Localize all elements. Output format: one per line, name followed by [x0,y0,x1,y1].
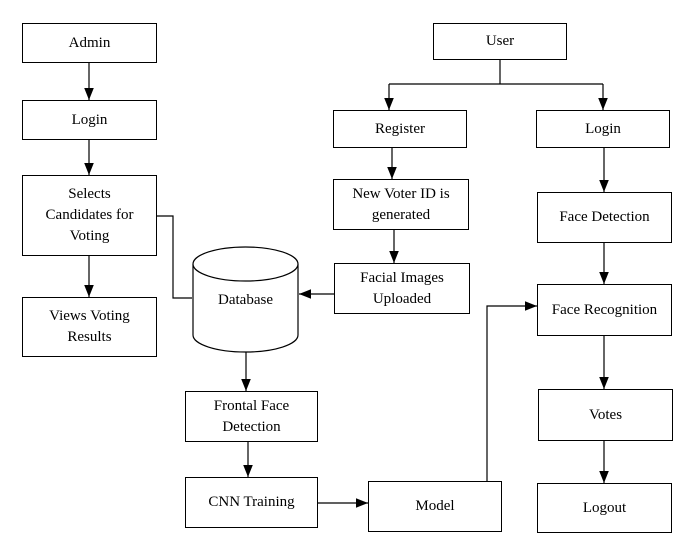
node-register: Register [333,110,467,148]
node-face-detection: Face Detection [537,192,672,243]
node-model: Model [368,481,502,532]
node-selects-candidates: Selects Candidates for Voting [22,175,157,256]
node-views-results: Views Voting Results [22,297,157,357]
node-facial-images: Facial Images Uploaded [334,263,470,314]
node-logout: Logout [537,483,672,533]
node-frontal-face-detection: Frontal Face Detection [185,391,318,442]
node-admin: Admin [22,23,157,63]
node-face-recognition: Face Recognition [537,284,672,336]
node-admin-login: Login [22,100,157,140]
node-cnn-training: CNN Training [185,477,318,528]
edge-selects-database [157,215,192,299]
node-new-voter-id: New Voter ID is generated [333,179,469,230]
node-user-login: Login [536,110,670,148]
node-votes: Votes [538,389,673,441]
edge-model-facerecognition [486,301,537,481]
node-user: User [433,23,567,60]
database-cylinder [192,246,299,353]
node-database: Database [218,291,273,308]
